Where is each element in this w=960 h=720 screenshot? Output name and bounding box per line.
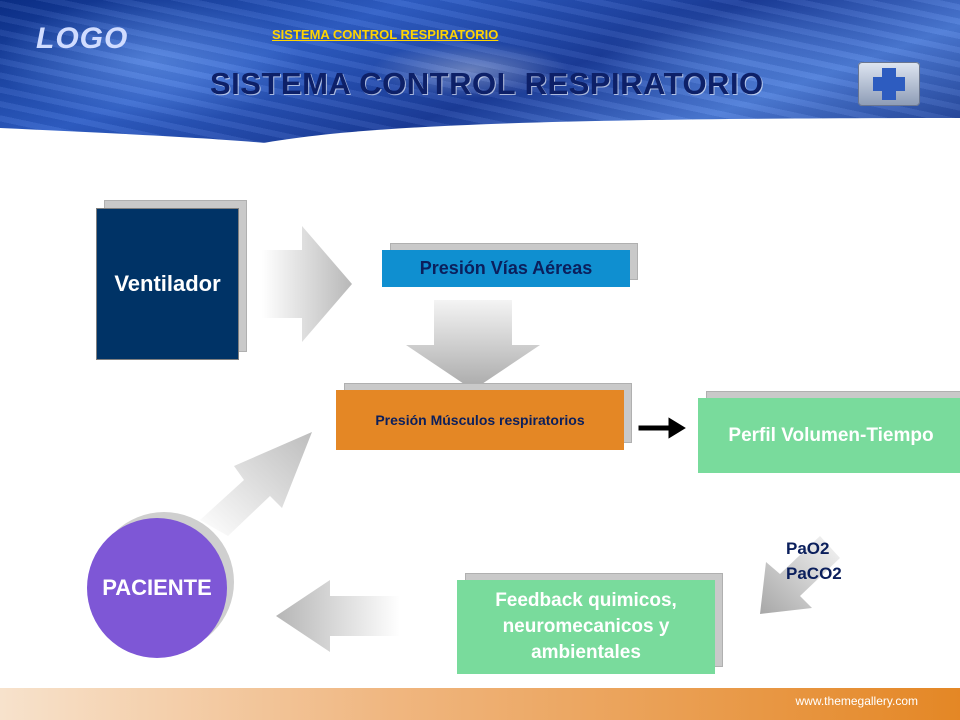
header-small-title[interactable]: SISTEMA CONTROL RESPIRATORIO [272, 27, 499, 42]
logo: LOGO [36, 22, 129, 55]
perfil-box[interactable]: Perfil Volumen-Tiempo [698, 398, 960, 473]
paco2-label: PaCO2 [786, 564, 842, 583]
footer-url[interactable]: www.themegallery.com [795, 694, 918, 708]
presion-musculos-box[interactable]: Presión Músculos respiratorios [336, 390, 624, 450]
arrow-up-right-icon [200, 432, 312, 536]
medical-cross-icon [858, 62, 920, 106]
footer-bar [0, 688, 960, 720]
arrow-right-small-icon [638, 417, 686, 439]
paciente-circle[interactable]: PACIENTE [87, 518, 227, 658]
presion-vias-box[interactable]: Presión Vías Aéreas [382, 250, 630, 287]
page-title: SISTEMA CONTROL RESPIRATORIO [210, 66, 764, 101]
arrow-right-icon [262, 226, 352, 342]
cross-horizontal-bar [873, 77, 905, 91]
feedback-box[interactable]: Feedback quimicos, neuromecanicos y ambi… [457, 580, 715, 674]
arrow-left-icon [276, 580, 400, 652]
arrow-down-icon [406, 300, 540, 390]
pao2-label: PaO2 [786, 539, 830, 558]
blood-gases-label: PaO2 PaCO2 [786, 536, 842, 586]
ventilador-box[interactable]: Ventilador [96, 208, 239, 360]
header-curve [0, 118, 960, 150]
arrow-down-left-icon [760, 536, 840, 614]
